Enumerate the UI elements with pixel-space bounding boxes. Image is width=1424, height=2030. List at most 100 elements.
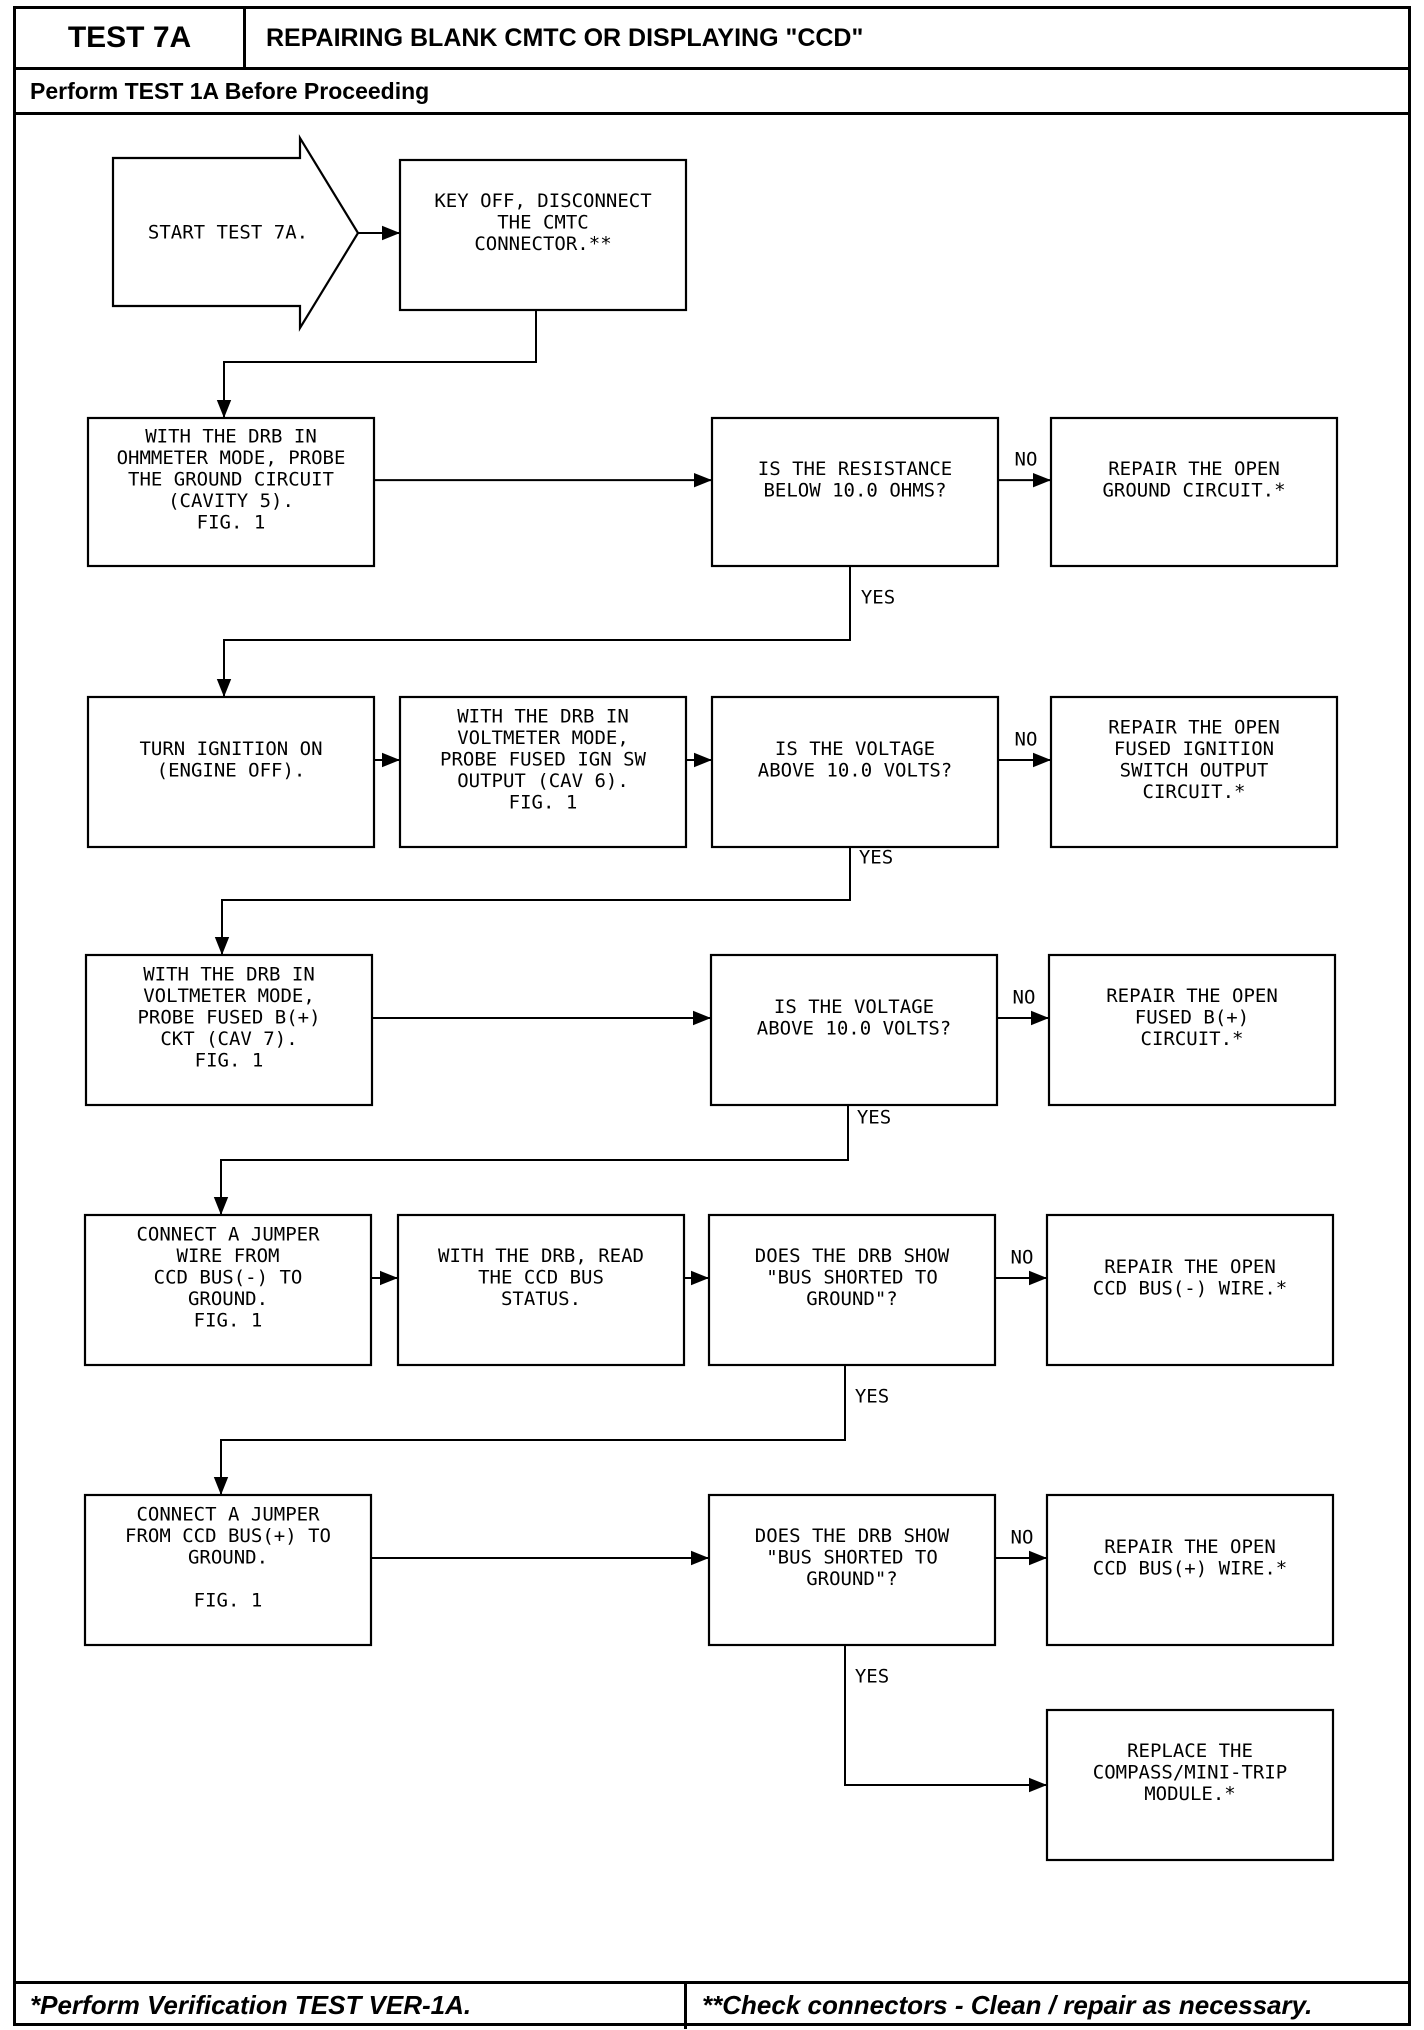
step-text-line: IS THE VOLTAGE (774, 996, 934, 1018)
step-text-line: "BUS SHORTED TO (766, 1267, 938, 1289)
no-label-q1: NO (1015, 449, 1038, 471)
step-text-line: GROUND"? (806, 1288, 898, 1310)
step-text-line: WITH THE DRB, READ (438, 1245, 644, 1267)
connector-q3-step6 (213, 1105, 849, 1215)
step-text-line: FIG. 1 (195, 1050, 264, 1072)
step-text-line: FIG. 1 (194, 1590, 263, 1612)
step-text-line: (CAVITY 5). (168, 490, 294, 512)
yes-label-q5: YES (855, 1666, 889, 1688)
step-text-line: DOES THE DRB SHOW (755, 1525, 950, 1547)
branch-labels: NO YES NO YES NO YES NO YES NO YES (855, 449, 1038, 1688)
footer-column-divider (684, 1981, 687, 2029)
step-text-line: WITH THE DRB IN (145, 426, 317, 448)
step-text-line: REPLACE THE (1127, 1740, 1253, 1762)
step-text-line: REPAIR THE OPEN (1108, 458, 1280, 480)
step-text-line: CKT (CAV 7). (160, 1028, 297, 1050)
step-text-line: CCD BUS(-) TO (154, 1267, 303, 1289)
flow-connectors (213, 225, 1051, 1793)
connector-q1-step3 (216, 566, 851, 697)
step-text-line: COMPASS/MINI-TRIP (1093, 1762, 1287, 1784)
yes-label-q2: YES (859, 847, 893, 869)
connector-step1-step2 (216, 310, 537, 418)
step-text-line: SWITCH OUTPUT (1120, 759, 1269, 781)
no-label-q4: NO (1011, 1247, 1034, 1269)
step-text-line: WITH THE DRB IN (457, 706, 629, 728)
step-text-line: PROBE FUSED IGN SW (440, 749, 646, 771)
step-text-line: START TEST 7A. (148, 222, 308, 244)
no-label-q5: NO (1011, 1527, 1034, 1549)
no-label-q3: NO (1013, 987, 1036, 1009)
step-text-line: GROUND"? (806, 1568, 898, 1590)
step-text-line: GROUND. (188, 1288, 268, 1310)
step-text-line: (ENGINE OFF). (157, 759, 306, 781)
step-text-line: BELOW 10.0 OHMS? (763, 479, 946, 501)
step-text-line: MODULE.* (1144, 1783, 1236, 1805)
step-text-line: GROUND CIRCUIT.* (1102, 479, 1285, 501)
yes-label-q3: YES (857, 1107, 891, 1129)
step-text-line: CONNECTOR.** (474, 233, 611, 255)
footer-divider (16, 1981, 1408, 1984)
step-text-line: CONNECT A JUMPER (136, 1504, 320, 1526)
yes-label-q1: YES (861, 587, 895, 609)
step-text-line: IS THE VOLTAGE (775, 738, 935, 760)
step-text-line: THE GROUND CIRCUIT (128, 469, 334, 491)
start-arrow: START TEST 7A. (111, 134, 360, 332)
step-text-line: ABOVE 10.0 VOLTS? (758, 759, 952, 781)
step-text-line: GROUND. (188, 1547, 268, 1569)
step-text-line: FUSED IGNITION (1114, 738, 1274, 760)
step-text-line: CCD BUS(+) WIRE.* (1093, 1557, 1287, 1579)
step-text-line: FIG. 1 (194, 1310, 263, 1332)
action-box-step3: TURN IGNITION ON(ENGINE OFF). (86, 695, 376, 849)
step-text-line: VOLTMETER MODE, (457, 727, 629, 749)
yes-label-q4: YES (855, 1386, 889, 1408)
step-text-line: REPAIR THE OPEN (1106, 985, 1278, 1007)
step-text-line: ABOVE 10.0 VOLTS? (757, 1017, 951, 1039)
connector-note: **Check connectors - Clean / repair as n… (702, 1989, 1313, 2020)
step-text-line: TURN IGNITION ON (139, 738, 322, 760)
step-text-line: FUSED B(+) (1135, 1007, 1249, 1029)
test-id-label: TEST 7A (16, 9, 246, 67)
step-text-line: STATUS. (501, 1288, 581, 1310)
step-text-line: CCD BUS(-) WIRE.* (1093, 1277, 1287, 1299)
step-text-line: CIRCUIT.* (1143, 781, 1246, 803)
step-text-line: REPAIR THE OPEN (1108, 716, 1280, 738)
step-text-line: OHMMETER MODE, PROBE (117, 447, 346, 469)
step-text-line: IS THE RESISTANCE (758, 458, 952, 480)
step-text-line: KEY OFF, DISCONNECT (434, 190, 651, 212)
step-text-line: FIG. 1 (509, 792, 578, 814)
step-text-line: "BUS SHORTED TO (766, 1547, 938, 1569)
step-text-line: FIG. 1 (197, 512, 266, 534)
step-text-line: WITH THE DRB IN (143, 964, 315, 986)
no-label-q2: NO (1015, 729, 1038, 751)
step-text-line: DOES THE DRB SHOW (755, 1245, 950, 1267)
step-text-line: VOLTMETER MODE, (143, 985, 315, 1007)
connector-q5-r6 (844, 1645, 1047, 1793)
step-text-line: REPAIR THE OPEN (1104, 1256, 1276, 1278)
prerequisite-note: Perform TEST 1A Before Proceeding (30, 77, 430, 104)
step-text-line: REPAIR THE OPEN (1104, 1536, 1276, 1558)
step-text-line: FROM CCD BUS(+) TO (125, 1525, 331, 1547)
verification-note: *Perform Verification TEST VER-1A. (30, 1989, 472, 2020)
step-text-line: OUTPUT (CAV 6). (457, 770, 629, 792)
step-text-line: CONNECT A JUMPER (136, 1224, 320, 1246)
step-text-line: THE CCD BUS (478, 1267, 604, 1289)
connector-q2-step5 (214, 847, 851, 955)
